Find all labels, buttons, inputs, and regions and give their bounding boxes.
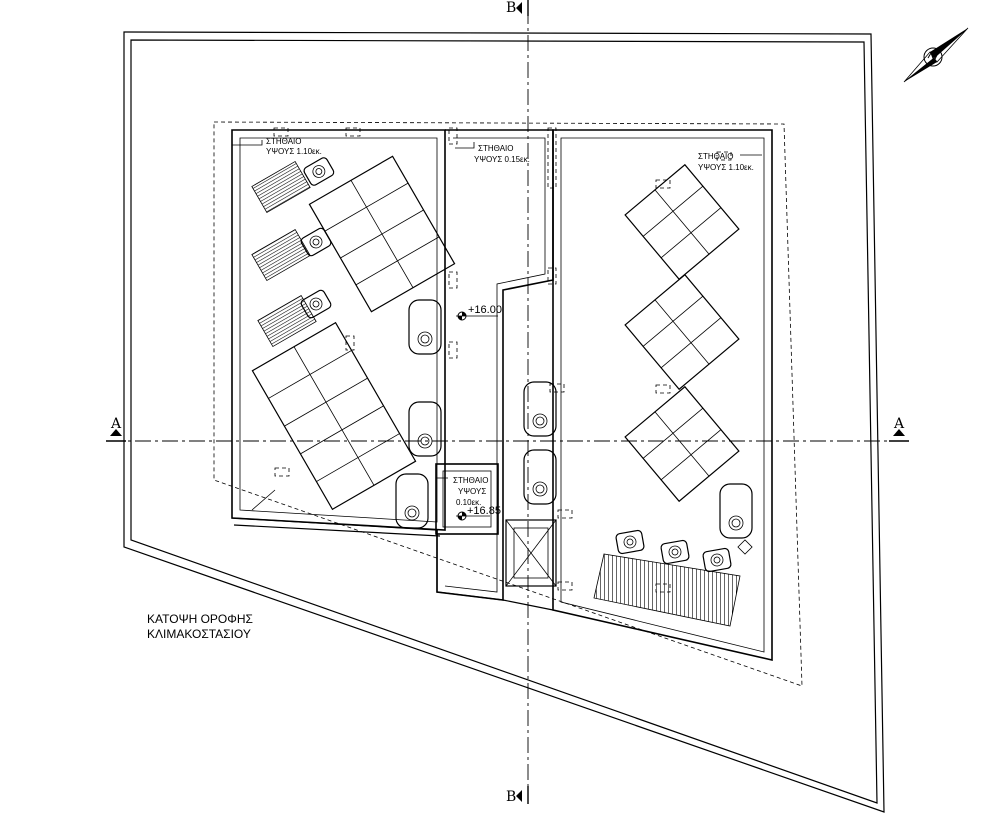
parapet-leaders [232,140,762,479]
section-marker-a-right [889,429,909,442]
section-label-b-bottom: B [506,789,516,805]
drawing-title-line-2: ΚΛΙΜΑΚΟΣΤΑΣΙΟΥ [147,627,251,641]
water-tanks [395,299,753,555]
section-marker-b-bottom [516,786,529,804]
parapet-right-label-1: ΣΤΗΘΑΙΟ [698,152,733,161]
stair-enclosure [435,463,499,535]
parapet-center-label-2: ΥΨΟΥΣ 0.15εκ. [474,155,530,164]
solar-panel-array-left-upper [308,155,456,313]
slope-indicator [251,489,276,511]
parapet-stair-label-2: ΥΨΟΥΣ [458,487,486,496]
parapet-stair-label-1: ΣΤΗΘΑΙΟ [453,476,488,485]
parapet-right-label-2: ΥΨΟΥΣ 1.10εκ. [698,163,754,172]
elevation-lower-label: +16.85 [467,505,501,517]
boiler-units [300,157,732,573]
elevation-marker-icon [456,311,498,321]
section-marker-a-left [106,429,126,442]
parapet-left-label-1: ΣΤΗΘΑΙΟ [266,137,301,146]
section-marker-b-top [516,0,529,16]
building-walls [231,129,773,662]
drawing-title-line-1: ΚΑΤΟΨΗ ΟΡΟΦΗΣ [147,612,253,626]
skylight-shaft [505,519,557,587]
solar-panel-array-right-1 [624,163,740,281]
solar-panel-array-left-lower [251,321,417,511]
solar-panel-array-right-2 [624,273,740,391]
solar-collectors-right [593,553,741,627]
elevation-upper-label: +16.00 [468,304,502,316]
roof-overhang-outline [213,121,803,687]
solar-panel-array-right-3 [624,385,740,503]
parapet-left-label-2: ΥΨΟΥΣ 1.10εκ. [266,147,322,156]
north-arrow-icon [903,27,969,83]
section-label-b-top: B [506,0,516,16]
section-label-a-left: A [110,416,122,432]
parapet-stair-label-3: 0.10εκ. [456,498,481,507]
solar-collectors-left [251,160,317,348]
elevation-marker-icon [456,511,490,521]
section-label-a-right: A [893,416,905,432]
plot-boundary [123,31,885,813]
parapet-center-label-1: ΣΤΗΘΑΙΟ [478,144,513,153]
